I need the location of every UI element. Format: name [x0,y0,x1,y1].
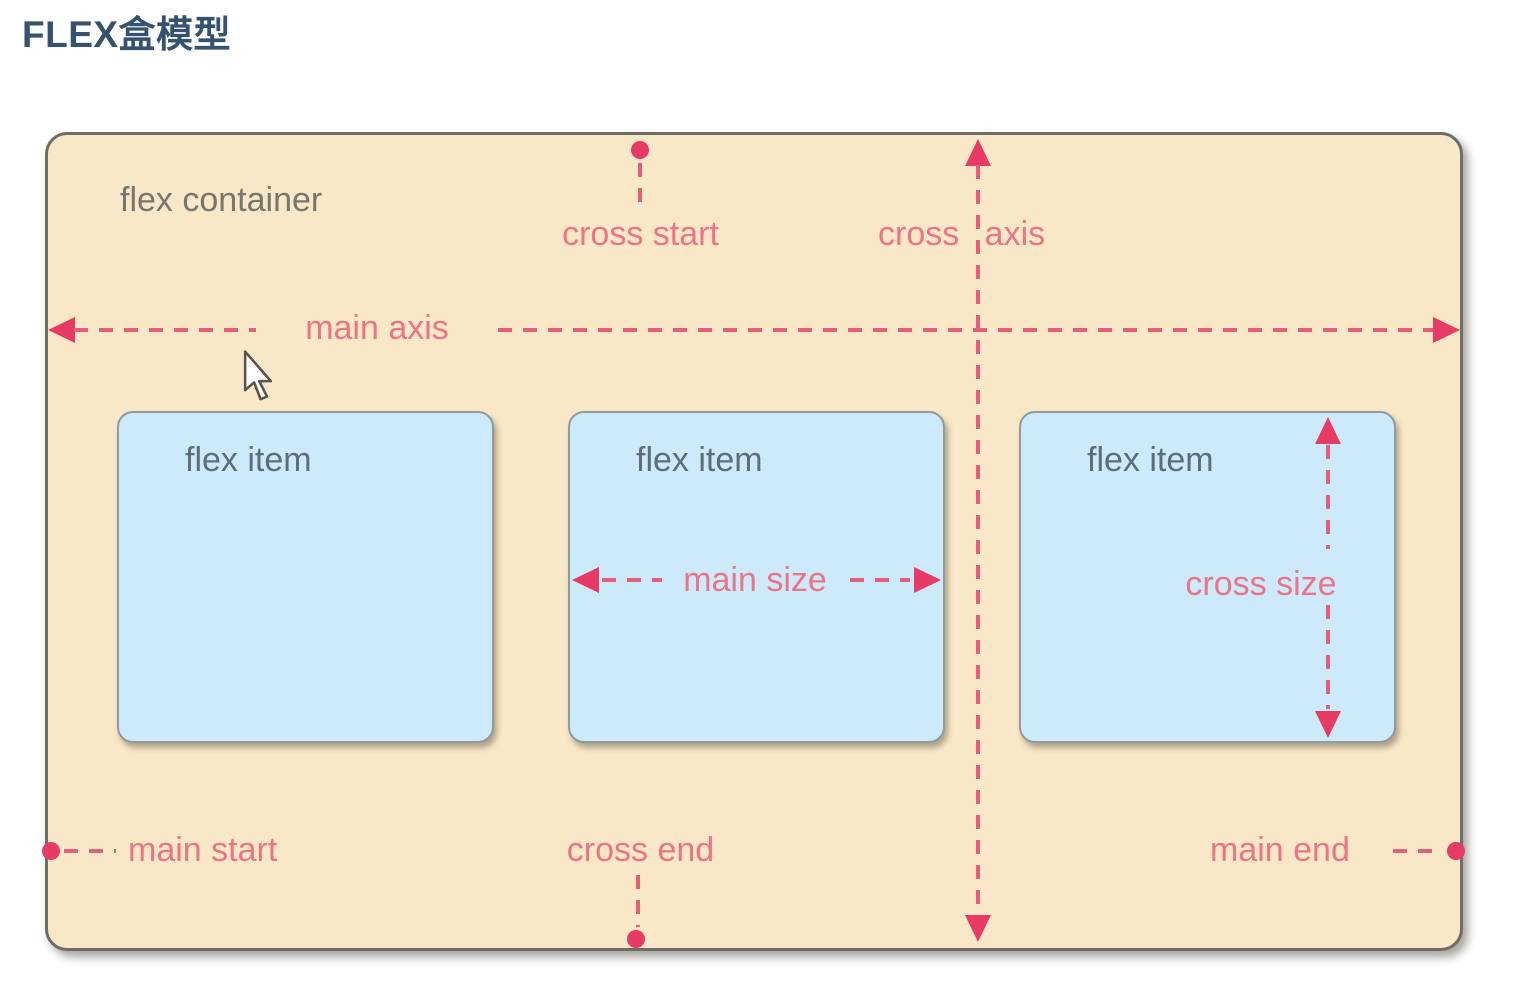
flex-item-label: flex item [636,441,763,479]
main-size-label: main size [683,561,827,599]
main-start-dot [42,842,60,860]
cross-size-arrowhead-down [1315,711,1341,738]
main-size-arrowhead-left [572,567,599,593]
cross-size-arrowhead-up [1315,417,1341,444]
main-end-dash [1393,849,1441,853]
cross-size-label: cross size [1185,565,1337,603]
main-end-label: main end [1210,831,1350,869]
cross-end-label: cross end [566,831,715,869]
cross-axis-arrowhead-down [965,915,991,942]
cross-size-dash-top [1326,445,1330,549]
cross-size-dash-bottom [1326,605,1330,709]
cross-axis-label: cross axis [878,215,1046,253]
flex-item-3: flex item cross size [1019,411,1396,743]
flex-container-label: flex container [120,181,323,219]
main-start-dash [64,849,116,853]
main-axis-dash-right [498,328,1436,332]
cross-start-label: cross start [562,215,719,253]
flex-item-2: flex item main size [568,411,945,743]
cross-end-dot [627,930,645,948]
mouse-cursor-icon [240,350,276,407]
main-axis-label: main axis [305,309,449,347]
main-axis-dash-left [74,328,256,332]
cross-start-dot [631,141,649,159]
page-title: FLEX盒模型 [22,14,232,55]
flex-item-label: flex item [1087,441,1214,479]
flex-item-label: flex item [185,441,312,479]
main-axis-arrowhead-right [1433,317,1460,343]
main-size-arrowhead-right [914,567,941,593]
cross-end-dash [636,875,640,927]
cross-axis-arrowhead-up [965,139,991,166]
main-end-dot [1447,842,1465,860]
cross-start-dash [638,163,642,209]
main-size-dash-right [850,578,910,582]
main-start-label: main start [128,831,278,869]
cross-axis-dash [976,165,980,917]
main-size-dash-left [602,578,662,582]
flex-item-1: flex item [117,411,494,743]
flex-container: flex container main axis cross axis cros… [42,132,1465,951]
main-axis-arrowhead-left [48,317,75,343]
